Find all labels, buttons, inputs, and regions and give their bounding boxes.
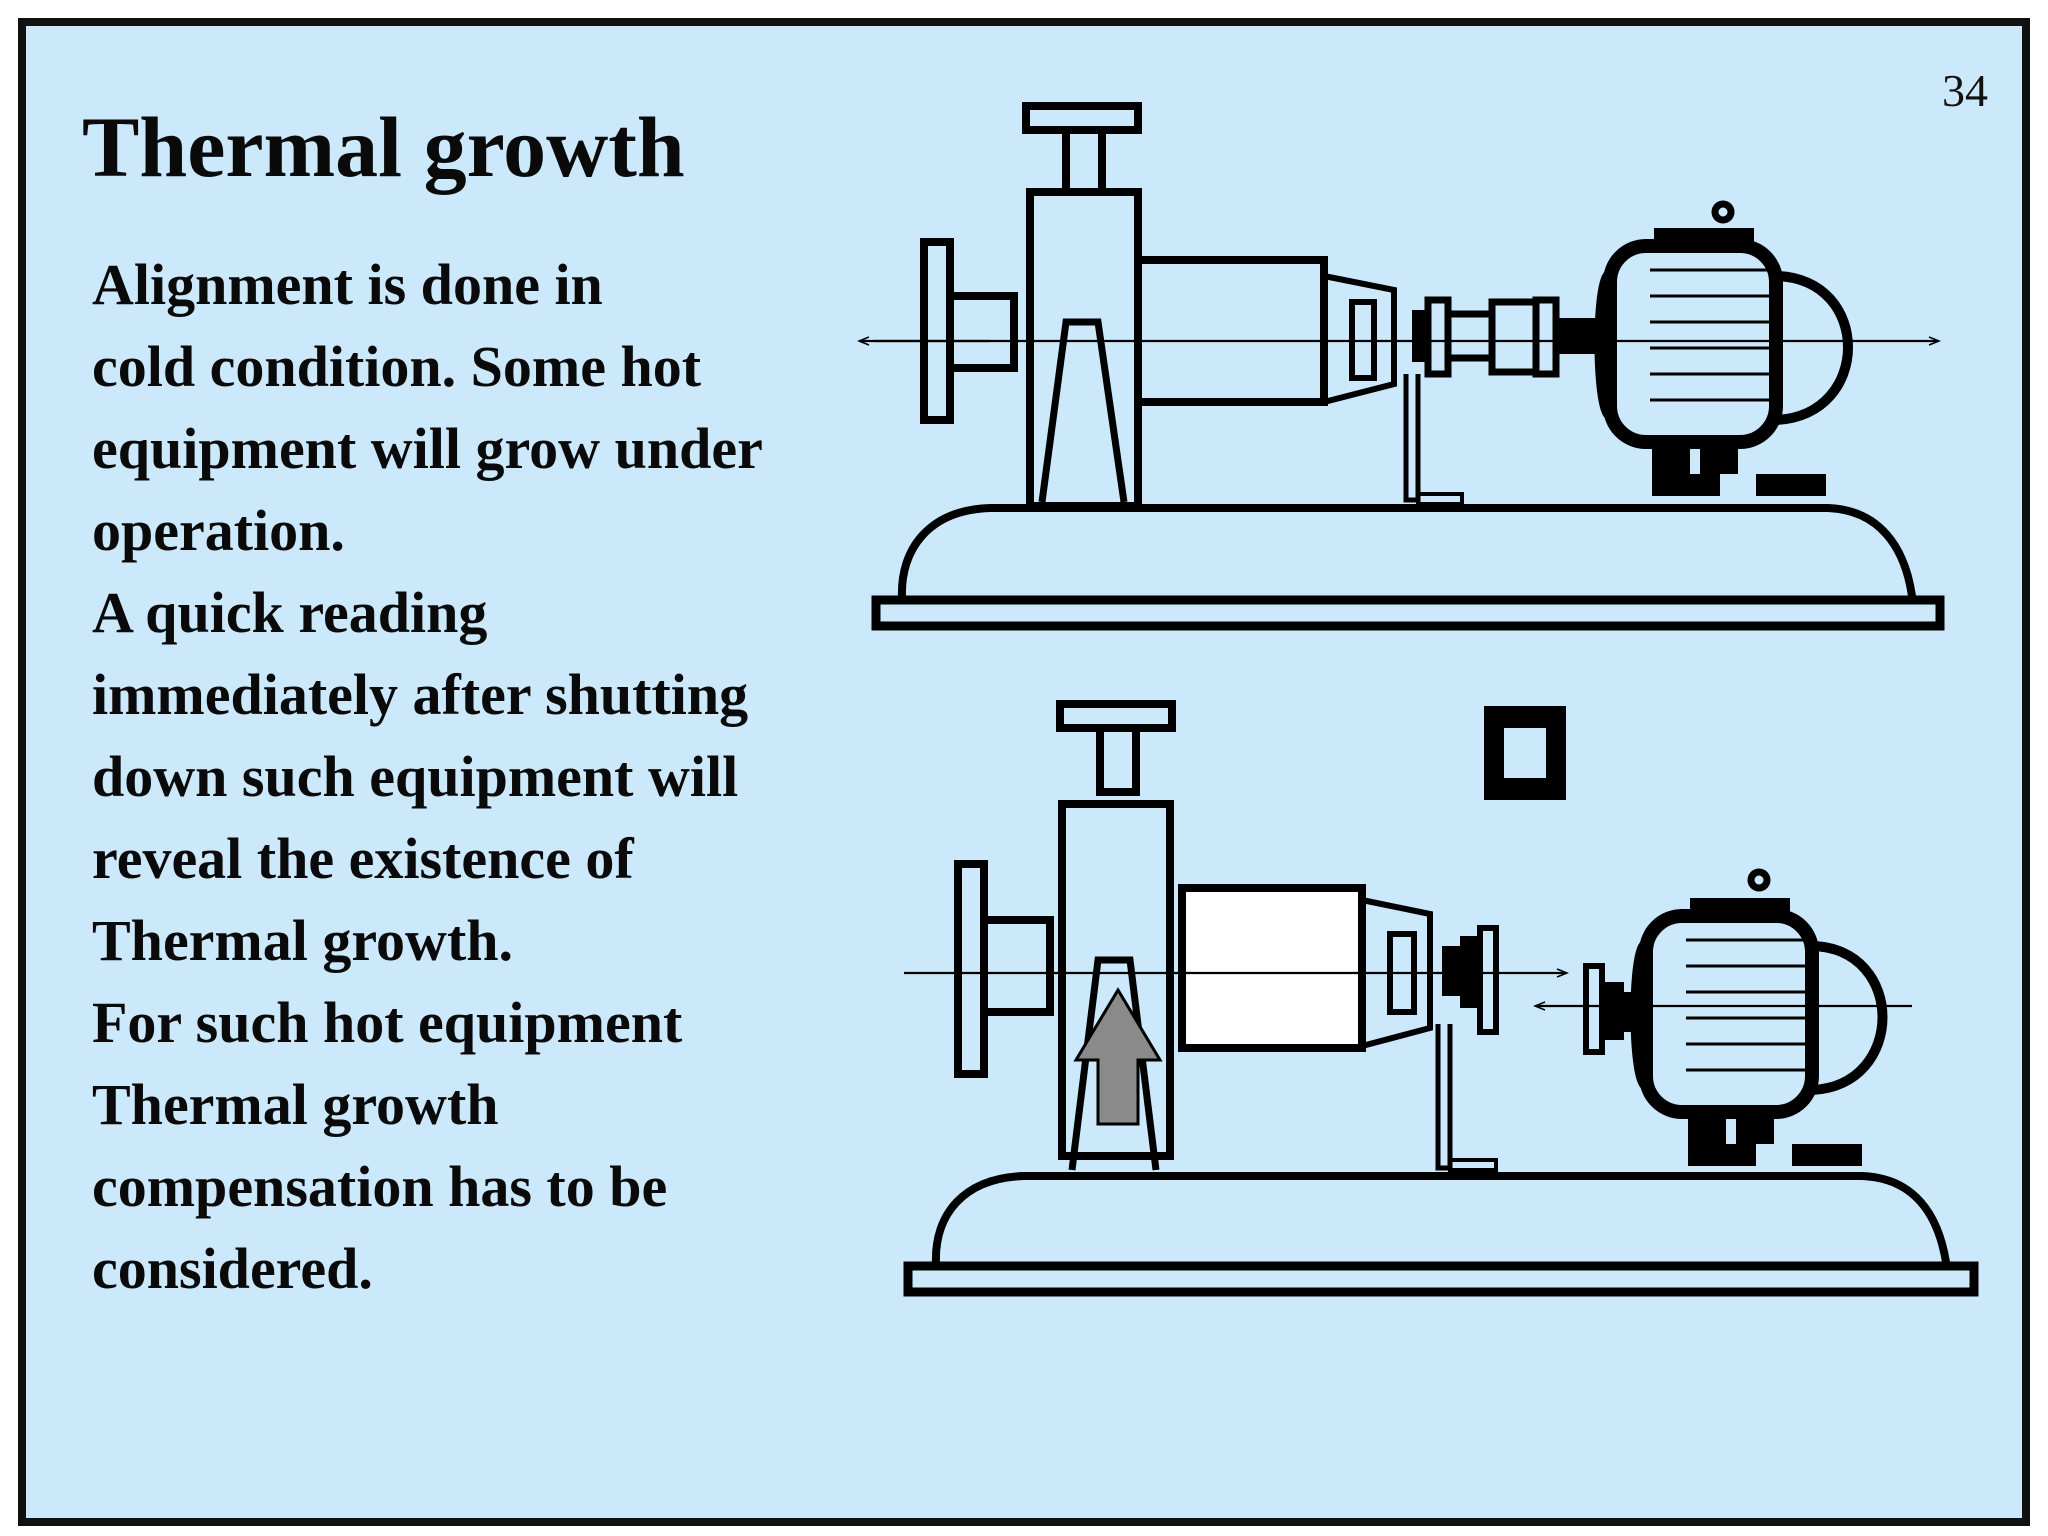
body-line: Thermal growth. — [92, 908, 514, 973]
page-number: 34 — [1942, 65, 1988, 116]
body-line: immediately after shutting — [92, 662, 749, 727]
body-line: cold condition. Some hot — [92, 334, 702, 399]
body-line: Thermal growth — [92, 1072, 499, 1137]
body-line: A quick reading — [92, 580, 488, 645]
pump-casing-icon — [1058, 800, 1174, 1160]
pump-support-icon — [1068, 956, 1160, 1171]
motor-icon — [1594, 200, 1853, 496]
suction-flange-icon — [954, 860, 1054, 1078]
baseplate-icon — [903, 1172, 1979, 1297]
bearing-housing-icon — [1134, 256, 1328, 406]
cold-pump-motor-diagram — [860, 102, 1945, 631]
body-text: Alignment is done in cold condition. Som… — [92, 244, 922, 1310]
body-line: compensation has to be — [92, 1154, 668, 1219]
suction-flange-icon — [920, 238, 1018, 424]
body-line: operation. — [92, 498, 345, 563]
motor-icon — [1630, 868, 1888, 1166]
pump-valve-handwheel-icon — [1056, 700, 1176, 796]
body-line: down such equipment will — [92, 744, 739, 809]
coupling-spacer-icon — [1484, 706, 1566, 800]
body-line: For such hot equipment — [92, 990, 683, 1055]
thermal-growth-arrow-icon — [1073, 987, 1163, 1126]
pump-support-icon — [1038, 318, 1128, 503]
body-line: considered. — [92, 1236, 373, 1301]
body-line: Alignment is done in — [92, 252, 603, 317]
pump-valve-handwheel-icon — [1022, 102, 1142, 196]
coupling-icon — [1412, 296, 1598, 378]
coupling-pump-half-icon — [1442, 925, 1499, 1035]
body-line: equipment will grow under — [92, 416, 763, 481]
body-line: reveal the existence of — [92, 826, 634, 891]
bearing-housing-icon — [1178, 884, 1366, 1052]
slide-title: Thermal growth — [82, 99, 685, 195]
hot-pump-motor-diagram — [903, 700, 1979, 1297]
baseplate-icon — [871, 504, 1945, 631]
